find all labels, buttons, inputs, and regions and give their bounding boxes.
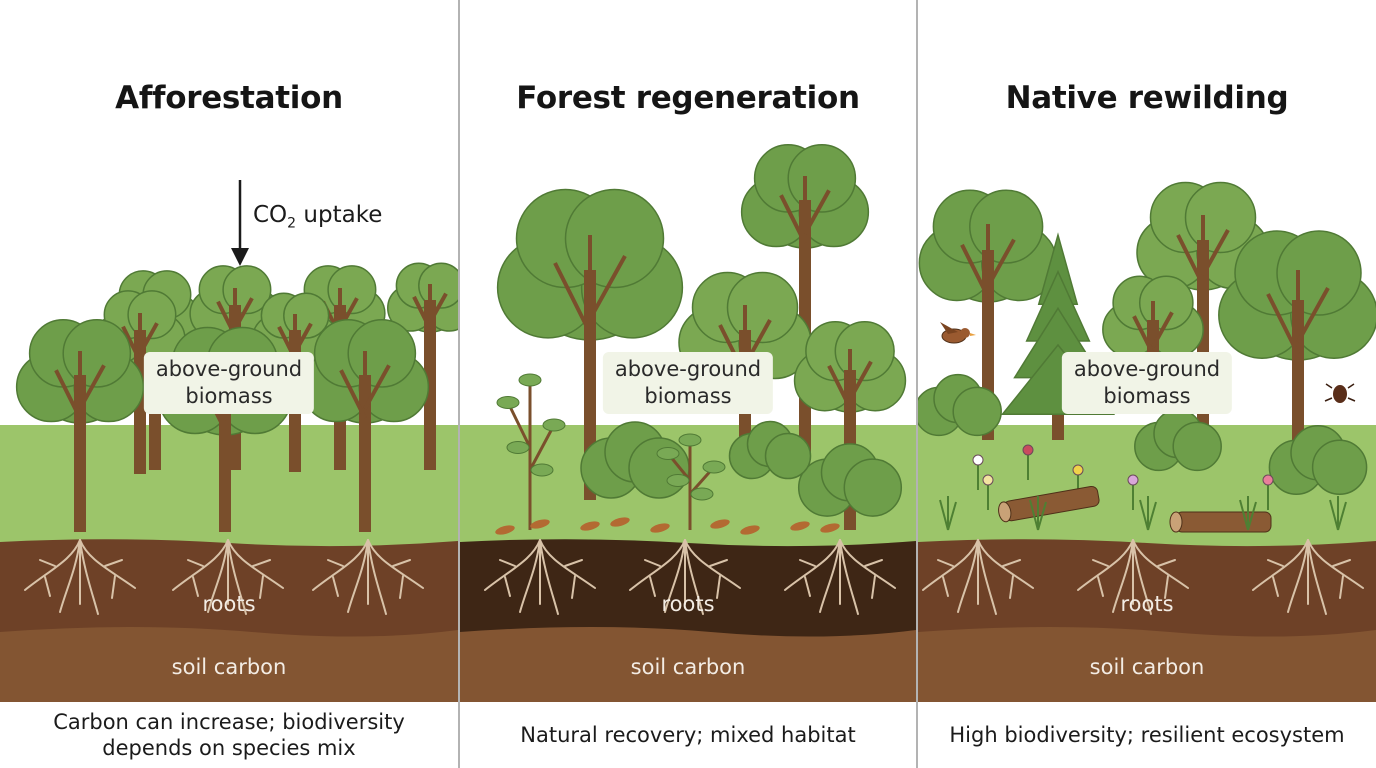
roots-icon (172, 539, 284, 615)
roots-icon (24, 539, 136, 615)
roots-label: roots (661, 592, 715, 616)
shrub-icon (918, 373, 1002, 437)
tree-icon (387, 262, 458, 470)
fallen-log-icon (1169, 511, 1272, 533)
biomass-label-line-1: above-ground (1073, 357, 1221, 381)
leaf-litter-icon (530, 519, 550, 529)
grass-tuft-icon (1239, 496, 1257, 531)
above-ground-biomass-label: above-ground biomass (602, 352, 774, 414)
forest-regeneration-scene (460, 144, 916, 702)
tree-icon (1102, 275, 1204, 400)
leaf-litter-icon (820, 523, 840, 533)
above-ground-biomass-label: above-ground biomass (143, 352, 315, 414)
forest-regeneration-panel: Forest regeneration above-ground biomass… (460, 0, 916, 768)
panel-title: Forest regeneration (516, 80, 860, 116)
native-rewilding-scene (918, 181, 1376, 702)
grass-tuft-icon (1029, 496, 1047, 531)
panel-divider (916, 0, 918, 768)
roots-icon (312, 539, 424, 615)
shrub-icon (1268, 425, 1368, 495)
leaf-litter-icon (610, 517, 630, 527)
shrub-icon (728, 420, 812, 480)
topsoil-layer (460, 539, 916, 640)
leaf-litter-icon (580, 521, 600, 531)
shrub-icon (1134, 408, 1222, 472)
soil-carbon-layer (0, 627, 458, 702)
wildflower-icon (1262, 474, 1274, 510)
biomass-label-line-2: biomass (1103, 384, 1191, 408)
wildflower-icon (982, 474, 994, 510)
panel-caption: High biodiversity; resilient ecosystem (918, 702, 1376, 768)
leaf-litter-icon (790, 521, 810, 531)
soil-carbon-layer (918, 627, 1376, 702)
sapling-icon (656, 433, 726, 530)
tree-icon (1218, 230, 1376, 480)
roots-label: roots (1120, 592, 1174, 616)
panel-divider (458, 0, 460, 768)
caption-text: Natural recovery; mixed habitat (520, 723, 856, 747)
soil-carbon-layer (460, 627, 916, 702)
above-ground-biomass-label: above-ground biomass (1061, 352, 1233, 414)
co2-uptake-label: CO2 uptake (253, 202, 383, 232)
afforestation-panel: Afforestation CO2 uptake above-ground bi… (0, 0, 458, 768)
wildflower-icon (1022, 444, 1034, 480)
roots-icon (484, 539, 596, 615)
sapling-icon (496, 373, 566, 530)
leaf-litter-icon (710, 519, 730, 529)
leaf-litter-icon (495, 525, 515, 535)
biomass-label-line-1: above-ground (155, 357, 303, 381)
topsoil-layer (918, 539, 1376, 640)
grass-tuft-icon (939, 496, 957, 531)
native-rewilding-panel: Native rewilding above-ground biomass ro… (918, 0, 1376, 768)
roots-label: roots (202, 592, 256, 616)
tree-icon (918, 189, 1058, 440)
leaf-litter-icon (650, 523, 670, 533)
tree-icon (496, 188, 684, 500)
roots-icon (1252, 539, 1364, 615)
grass-tuft-icon (1329, 496, 1347, 531)
wildflower-icon (1127, 474, 1139, 510)
biomass-label-line-2: biomass (644, 384, 732, 408)
tree-icon (300, 319, 430, 532)
shrub-icon (797, 443, 903, 517)
roots-icon (784, 539, 896, 615)
soil-carbon-label: soil carbon (630, 655, 746, 679)
biomass-label-line-1: above-ground (614, 357, 762, 381)
bird-icon (940, 322, 976, 344)
grass-tuft-icon (1139, 496, 1157, 531)
tree-icon (15, 319, 145, 532)
panel-caption: Natural recovery; mixed habitat (460, 702, 916, 768)
caption-text: High biodiversity; resilient ecosystem (949, 723, 1345, 747)
roots-icon (922, 539, 1034, 615)
panel-title: Afforestation (115, 80, 343, 116)
beetle-icon (1324, 383, 1356, 403)
biomass-label-line-2: biomass (185, 384, 273, 408)
roots-icon (629, 539, 741, 615)
soil-carbon-label: soil carbon (1089, 655, 1205, 679)
fallen-log-icon (998, 485, 1100, 523)
panel-title: Native rewilding (1005, 80, 1289, 116)
wildflower-icon (972, 454, 984, 490)
roots-icon (1077, 539, 1189, 615)
leaf-litter-icon (740, 525, 760, 535)
soil-carbon-label: soil carbon (171, 655, 287, 679)
